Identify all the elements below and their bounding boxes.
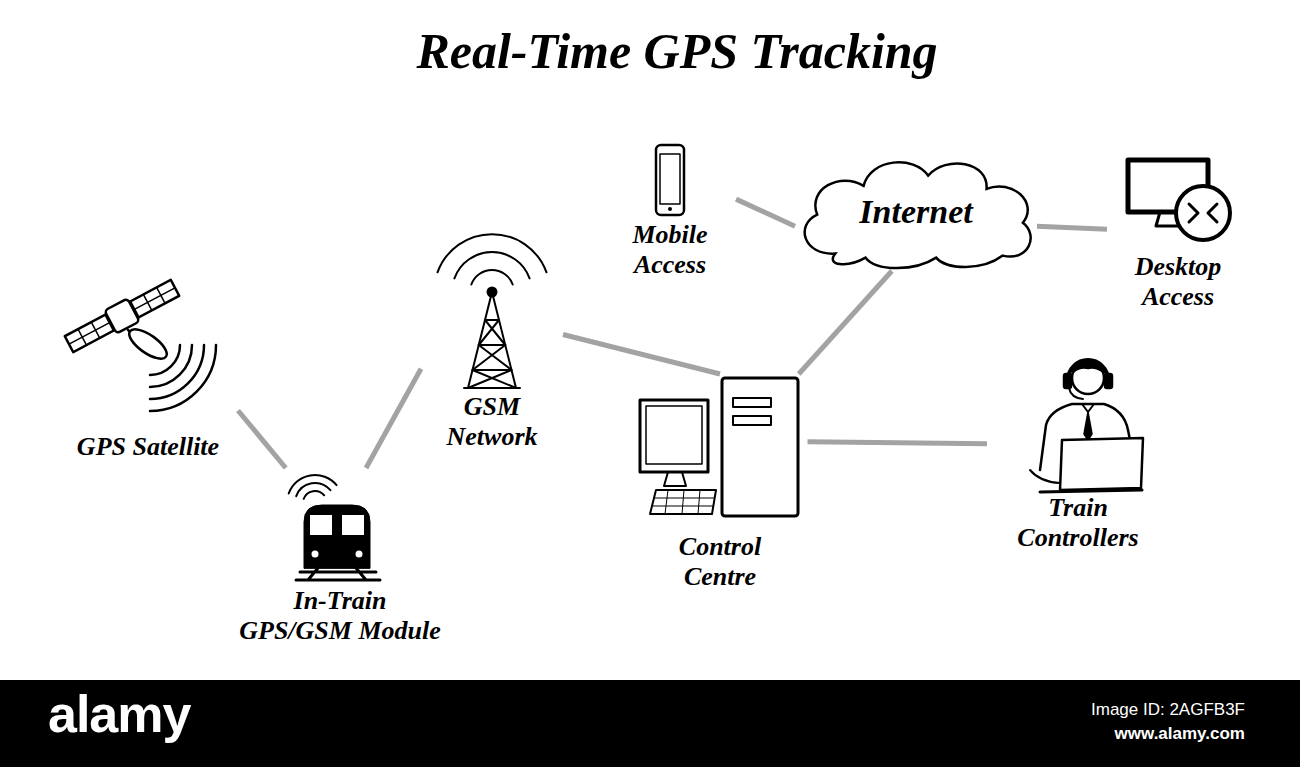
- train-icon: [289, 475, 380, 580]
- icon-stroke: [312, 551, 319, 558]
- satellite-icon: [63, 276, 216, 411]
- icon-node: Mobile Access: [604, 140, 736, 288]
- desktop-icon: [1128, 160, 1230, 240]
- icon-node: Desktop Access: [1107, 152, 1249, 320]
- icon-stroke: [150, 345, 192, 387]
- icon-stroke: [454, 252, 529, 278]
- icon-stroke: [1105, 374, 1112, 388]
- icon-stroke: [1189, 204, 1217, 222]
- icon-stroke: [1082, 404, 1094, 412]
- icon-stroke: [640, 400, 708, 472]
- icon-stroke: [356, 551, 363, 558]
- icon-stroke: [1060, 438, 1143, 490]
- icon-stroke: [733, 398, 771, 407]
- icon-stroke: [664, 472, 686, 486]
- watermark-text: www.alamy.com: [1115, 724, 1245, 744]
- connector-line: [1037, 226, 1107, 229]
- icon-stroke: [65, 315, 114, 352]
- connector-line: [366, 369, 421, 468]
- icon-stroke: [488, 288, 497, 297]
- icon-stroke: [646, 406, 702, 464]
- connector-line: [238, 411, 286, 468]
- icon-stroke: [304, 491, 325, 499]
- node-label: GSM Network: [427, 392, 557, 452]
- icon-stroke: [63, 276, 181, 355]
- icon-stroke: [1068, 360, 1108, 380]
- computer-icon: [640, 378, 798, 516]
- icon-stroke: [650, 490, 716, 514]
- icon-stroke: [1064, 374, 1071, 388]
- icon-stroke: [464, 292, 520, 388]
- cloud-node: Internet: [795, 153, 1037, 271]
- icon-stroke: [304, 505, 370, 568]
- icon-stroke: [150, 345, 216, 411]
- diagram-title: Real-Time GPS Tracking: [416, 22, 937, 80]
- phone-icon: [656, 145, 684, 215]
- icon-stroke: [668, 207, 672, 211]
- node-label: Internet: [859, 193, 972, 231]
- icon-node: GSM Network: [421, 232, 563, 460]
- connector-line: [563, 335, 720, 374]
- icon-node: Train Controllers: [987, 348, 1169, 561]
- icon-stroke: [296, 568, 380, 580]
- cloud-shape: [805, 162, 1031, 268]
- connector-line: [736, 199, 795, 226]
- icon-stroke: [468, 320, 516, 388]
- gsm-tower-icon: [438, 234, 547, 388]
- node-label: Train Controllers: [993, 493, 1163, 553]
- icon-stroke: [1040, 490, 1142, 492]
- icon-stroke: [1030, 470, 1060, 483]
- node-label: In-Train GPS/GSM Module: [238, 586, 443, 646]
- icon-stroke: [656, 145, 684, 215]
- icon-stroke: [125, 324, 171, 364]
- connector-line: [799, 271, 892, 374]
- icon-stroke: [471, 270, 512, 285]
- icon-stroke: [310, 515, 332, 535]
- icon-stroke: [1084, 412, 1092, 440]
- watermark-bar: [0, 680, 1300, 767]
- operator-icon: [1030, 360, 1143, 492]
- icon-stroke: [722, 378, 798, 516]
- icon-stroke: [150, 345, 180, 375]
- icon-stroke: [653, 490, 714, 514]
- node-label: Control Centre: [650, 532, 790, 592]
- connector-line: [808, 442, 988, 444]
- icon-stroke: [296, 483, 330, 496]
- node-label: Mobile Access: [610, 220, 730, 280]
- watermark-text: Image ID: 2AGFB3F: [1091, 700, 1245, 720]
- watermark-text: alamy: [48, 684, 190, 744]
- icon-stroke: [660, 154, 680, 204]
- icon-stroke: [1069, 388, 1083, 399]
- icon-stroke: [1176, 186, 1230, 240]
- icon-stroke: [130, 280, 179, 317]
- icon-stroke: [130, 280, 179, 317]
- icon-stroke: [342, 515, 364, 535]
- icon-node: In-Train GPS/GSM Module: [232, 468, 449, 654]
- icon-node: GPS Satellite: [58, 272, 238, 470]
- node-label: GPS Satellite: [77, 432, 219, 462]
- node-label: Desktop Access: [1113, 252, 1243, 312]
- icon-stroke: [289, 475, 337, 494]
- icon-stroke: [733, 416, 771, 425]
- icon-stroke: [65, 315, 114, 352]
- icon-stroke: [438, 234, 547, 272]
- icon-node: Control Centre: [633, 374, 808, 600]
